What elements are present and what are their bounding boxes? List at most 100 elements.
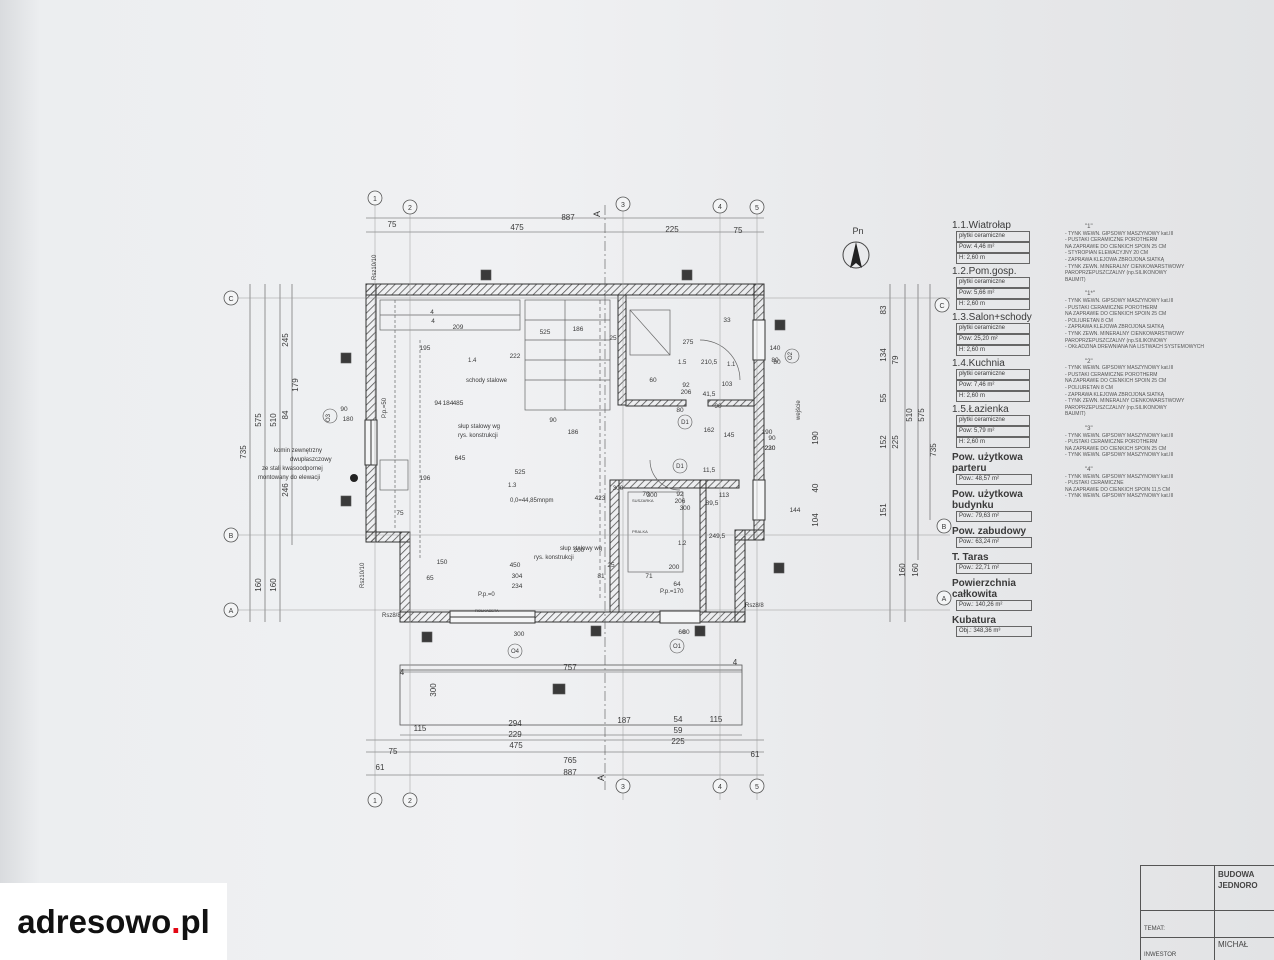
window-dimension: 180	[343, 416, 354, 423]
dim-right-575: 575	[917, 408, 926, 422]
spec-line: - PUSTAKI CERAMICZNE	[1065, 480, 1124, 487]
door-tag-d1b: D1	[676, 464, 684, 470]
logo-dot: .	[171, 902, 181, 940]
chimney-icon	[350, 474, 358, 482]
wall-mark-1s-d: 1*	[776, 567, 782, 573]
dim-left-179: 179	[291, 378, 300, 392]
summary-value: Pow.: 63,24 m²	[956, 537, 1032, 548]
dim-terrace-757: 757	[563, 663, 577, 672]
summary-label: T. Taras	[952, 552, 989, 563]
interior-dimension: 184	[443, 400, 454, 407]
axis-top-5: 5	[755, 205, 759, 212]
wall-mark-2c: 2	[685, 274, 689, 280]
axis-left-a: A	[229, 608, 234, 615]
axis-top-2: 2	[408, 205, 412, 212]
dim-right-40: 40	[811, 483, 820, 492]
interior-dimension: 206	[675, 498, 686, 505]
axis-right-b: B	[942, 524, 947, 531]
room-finish: płytki ceramiczne	[956, 323, 1030, 334]
room-area: Pow: 5,66 m²	[956, 288, 1030, 299]
spec-line: NA ZAPRAWIE DO CIENKICH SPOIN 25 CM	[1065, 445, 1167, 452]
dim-right-190: 190	[811, 431, 820, 445]
dim-right-134: 134	[879, 348, 888, 362]
interior-dimension: 65	[426, 575, 434, 582]
spec-line: PAROPRZEPUSZCZALNY (np.SILIKONOWY	[1065, 270, 1167, 277]
adresowo-logo[interactable]: adresowo.pl	[0, 883, 227, 960]
spec-line: - OKŁADZINA DREWNIANA NA LISTWACH SYSTEM…	[1065, 344, 1204, 351]
spec-group: "3"- TYNK WEWN. GIPSOWY MASZYNOWY kat.II…	[1065, 426, 1270, 459]
interior-dimension: 525	[540, 329, 551, 336]
spec-line: NA ZAPRAWIE DO CIENKICH SPOIN 25 CM	[1065, 378, 1167, 385]
interior-dimension: 25	[609, 335, 617, 342]
axis-top-1: 1	[373, 196, 377, 203]
summary-label: Pow. zabudowy	[952, 526, 1027, 537]
spec-line: - ZAPRAWA KLEJOWA ZBROJONA SIATKĄ	[1065, 256, 1165, 263]
terrace	[399, 664, 743, 726]
dimension-lines	[249, 205, 931, 790]
interior-dimension: 275	[683, 339, 694, 346]
summary-label: Pow. użytkowa budynku	[952, 489, 1023, 511]
room-height: H: 2,60 m	[956, 253, 1030, 264]
spec-mark: "1"	[1085, 224, 1093, 230]
dim-left-246: 246	[281, 483, 290, 497]
dim-right-83: 83	[879, 305, 888, 314]
room-tag-1-2: 1.2	[678, 541, 687, 547]
axis-left-c: C	[228, 296, 233, 303]
interior-dimension: 71	[645, 573, 653, 580]
room-name: 1.1.Wiatrołap	[952, 220, 1011, 231]
summary-value: Pow.: 22,71 m²	[956, 563, 1032, 574]
room-finish: płytki ceramiczne	[956, 277, 1030, 288]
room-area: Pow: 4,46 m²	[956, 242, 1030, 253]
dim-left-575: 575	[254, 413, 263, 427]
dim-right-735: 735	[929, 443, 938, 457]
dim-right-79: 79	[891, 355, 900, 364]
spec-line: - TYNK ZEWN. MINERALNY CIENKOWARSTWOWY	[1065, 263, 1185, 270]
spec-line: - ZAPRAWA KLEJOWA ZBROJONA SIATKĄ	[1065, 391, 1165, 398]
room-name: 1.5.Łazienka	[952, 404, 1009, 415]
dim-right-225: 225	[891, 435, 900, 449]
interior-dimension: 60	[649, 377, 657, 384]
dim-terrace-4a: 4	[400, 668, 405, 677]
grid-axes	[230, 205, 950, 800]
wall-mark-1s-a: 1*	[424, 636, 430, 642]
room-finish: płytki ceramiczne	[956, 369, 1030, 380]
window-dimension: 220	[765, 445, 776, 452]
dim-top-3: 225	[665, 225, 679, 234]
interior-dimension: 81	[597, 573, 605, 580]
section-mark-top: A	[592, 211, 602, 217]
room-tag-1-5: 1.5	[678, 360, 687, 366]
column-label-1b: rys. konstrukcji	[458, 433, 498, 439]
axis-bottom-5: 5	[755, 784, 759, 791]
interior-dimension: 90	[714, 403, 722, 410]
title-block-investor-label: INWESTOR	[1144, 952, 1177, 958]
lintel-3: Rsz8/8	[382, 613, 401, 619]
summary-label: Pow. użytkowa parteru	[952, 452, 1023, 474]
wall-mark-2b: 2	[344, 500, 348, 506]
stairs-label: schody stalowe	[466, 378, 508, 384]
interior-dimension: 80	[676, 407, 684, 414]
interior-dimension: 206	[681, 389, 692, 396]
dim-top-1: 75	[388, 220, 397, 229]
interior-dimension: 645	[455, 455, 466, 462]
interior-dimension: 90	[549, 417, 557, 424]
interior-dimension: 33	[723, 317, 731, 324]
interior-dimension: 450	[510, 562, 521, 569]
interior-dimension: 222	[510, 353, 521, 360]
title-block-title: BUDOWA	[1218, 870, 1255, 879]
spec-line: NA ZAPRAWIE DO CIENKICH SPOIN 25 CM	[1065, 311, 1167, 318]
room-schedule: 1.1.Wiatrołap płytki ceramiczne Pow: 4,46 …	[952, 220, 1072, 637]
dim-top-4: 75	[734, 226, 743, 235]
spec-line: NA ZAPRAWIE DO CIENKICH SPOIN 11,5 CM	[1065, 486, 1171, 493]
spec-mark: "2"	[1085, 358, 1093, 365]
window-dimension: 300	[647, 492, 658, 499]
room-tag-1-3: 1.3	[508, 483, 517, 489]
dim-right-151: 151	[879, 503, 888, 517]
spec-line: BAUMIT)	[1065, 411, 1086, 418]
interior-dimension: 150	[437, 559, 448, 566]
lintel-1: Rsz10/10	[372, 254, 378, 280]
dim-right-160a: 160	[898, 563, 907, 577]
interior-dimension: 64	[673, 581, 681, 588]
spec-line: BAUMIT)	[1065, 276, 1086, 283]
